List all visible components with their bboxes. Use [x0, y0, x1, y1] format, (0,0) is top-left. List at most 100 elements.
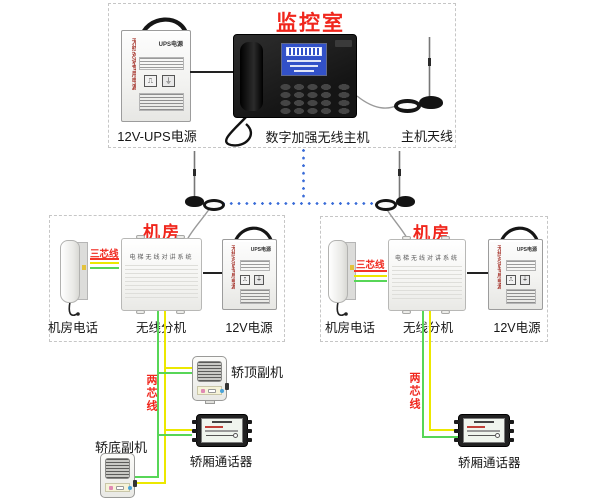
- battery-icon: ⎍: [240, 275, 250, 285]
- extension-panel-text: 电梯无线对讲系统: [129, 255, 194, 261]
- ups-barcode-label: [240, 289, 270, 304]
- indicator-dot: [201, 389, 205, 393]
- indicator-dot: [208, 389, 216, 393]
- connector-pin: [246, 420, 252, 424]
- mount-tab: [204, 400, 215, 404]
- wire2-green-branch: [422, 436, 458, 438]
- extension-ridges: [125, 265, 198, 301]
- battery-icon: ⎍: [506, 275, 516, 285]
- phone-caption-right: 机房电话: [324, 321, 375, 335]
- extension-ridges: [392, 266, 462, 301]
- speaker-grille: [105, 458, 130, 479]
- mount-tab: [176, 310, 185, 314]
- wire2-green-vertical-left: [157, 311, 159, 478]
- rf-link-vertical: [302, 149, 305, 202]
- ups-brand-text: UPS电源: [158, 42, 183, 48]
- wire3-yellow: [354, 275, 387, 277]
- power-caption-right: 12V电源: [493, 321, 541, 335]
- intercom-screen: [463, 418, 505, 443]
- screen-text-line: [467, 426, 485, 428]
- phone-keypad: [279, 83, 333, 114]
- wireless-extension-right: 电梯无线对讲系统: [388, 236, 466, 314]
- wire2-yellow-branch: [166, 367, 192, 369]
- plug-icon: ⏚: [520, 275, 530, 285]
- screen-title-bar: [474, 421, 494, 423]
- mount-tab: [136, 235, 145, 239]
- connector-pin: [192, 420, 198, 424]
- wire2-green-branch: [134, 476, 159, 478]
- room-antenna-base-left: [185, 196, 204, 207]
- ups-brand-text: UPS电源: [516, 247, 537, 253]
- ups-side-text: 无线对讲专用电源: [230, 245, 235, 289]
- extension-to-power-line: [203, 272, 222, 274]
- room-antenna-base-right: [396, 196, 415, 207]
- ups-spec-label: [506, 260, 536, 271]
- wire2-yellow-branch: [429, 429, 458, 431]
- connector-pin: [246, 438, 252, 442]
- wire3-yellow: [90, 262, 119, 264]
- car-bottom-speaker-caption: 轿底副机: [94, 440, 147, 455]
- mount-tab: [441, 310, 450, 314]
- wire3-label-left: 三芯线: [90, 249, 119, 260]
- intercom-screen: [201, 418, 243, 443]
- wire2-label-right: 两芯线: [408, 372, 420, 411]
- connector-pin: [508, 429, 514, 433]
- speaker-grille: [197, 361, 222, 382]
- room-antenna-coil-left: [203, 199, 225, 211]
- room-ups-battery-left: 无线对讲专用电源 UPS电源 ⎍⏚: [222, 239, 277, 310]
- wire2-green-vertical-right: [422, 311, 424, 438]
- room-ups-battery-right: 无线对讲专用电源 UPS电源 ⎍ ⏚: [488, 239, 543, 310]
- phone-handset: [60, 240, 80, 303]
- ups-to-host-line: [190, 71, 233, 73]
- monitor-room-title: 监控室: [276, 12, 345, 35]
- screen-slider-knob: [233, 433, 238, 438]
- phone-screen: [281, 43, 327, 76]
- ups-brand-text: UPS电源: [250, 247, 271, 253]
- wire3-green: [354, 280, 387, 282]
- ups-icons: ⎍⏚: [240, 275, 266, 288]
- wire2-green-branch: [159, 434, 192, 436]
- ups-side-text: 无线对讲专用电源: [130, 38, 136, 90]
- rf-link-horizontal: [222, 202, 379, 205]
- ups-spec-label: [240, 260, 270, 271]
- wire3-green: [90, 267, 119, 269]
- ups-spec-label: [139, 57, 184, 70]
- car-bottom-speaker: [100, 453, 137, 498]
- speaker-knob: [225, 383, 229, 390]
- wireless-extension-left: 电梯无线对讲系统: [121, 235, 202, 314]
- wall-phone-left: [60, 240, 88, 304]
- screen-title-bar: [212, 421, 232, 423]
- phone-label-dot: [350, 265, 354, 270]
- screen-text-line: [287, 60, 321, 62]
- battery-icon: ⎍: [144, 75, 157, 87]
- connector-pin: [454, 420, 460, 424]
- mount-tab: [402, 236, 411, 240]
- wire2-yellow-vertical-right: [429, 311, 431, 431]
- phone-handset: [240, 42, 263, 111]
- phone-handset: [328, 240, 348, 303]
- main-ups-battery: 无线对讲专用电源 UPS电源 ⎍⏚: [121, 30, 191, 122]
- power-caption-left: 12V电源: [225, 321, 273, 335]
- machine-room-title-left: 机房: [143, 223, 181, 242]
- plug-icon: ⏚: [162, 75, 175, 87]
- wall-phone-right: [328, 240, 356, 304]
- speaker-knob: [133, 480, 137, 487]
- screen-text-line: [205, 430, 238, 432]
- ups-icons: ⎍⏚: [144, 75, 180, 88]
- screen-text-line: [205, 426, 223, 428]
- screen-text-line: [467, 430, 500, 432]
- ups-side-text: 无线对讲专用电源: [496, 245, 501, 289]
- mount-tab: [402, 310, 411, 314]
- host-antenna-coil: [394, 99, 421, 113]
- screen-text-line: [290, 65, 318, 67]
- screen-slider: [468, 435, 495, 436]
- connector-pin: [192, 429, 198, 433]
- screen-slider-knob: [495, 433, 500, 438]
- wire2-label-left: 两芯线: [145, 374, 157, 413]
- connector-pin: [192, 438, 198, 442]
- antenna-caption: 主机天线: [400, 129, 453, 144]
- room-antenna-coil-right: [375, 199, 397, 211]
- phone-label-dot: [82, 265, 86, 270]
- cabin-intercom-right: [454, 414, 514, 447]
